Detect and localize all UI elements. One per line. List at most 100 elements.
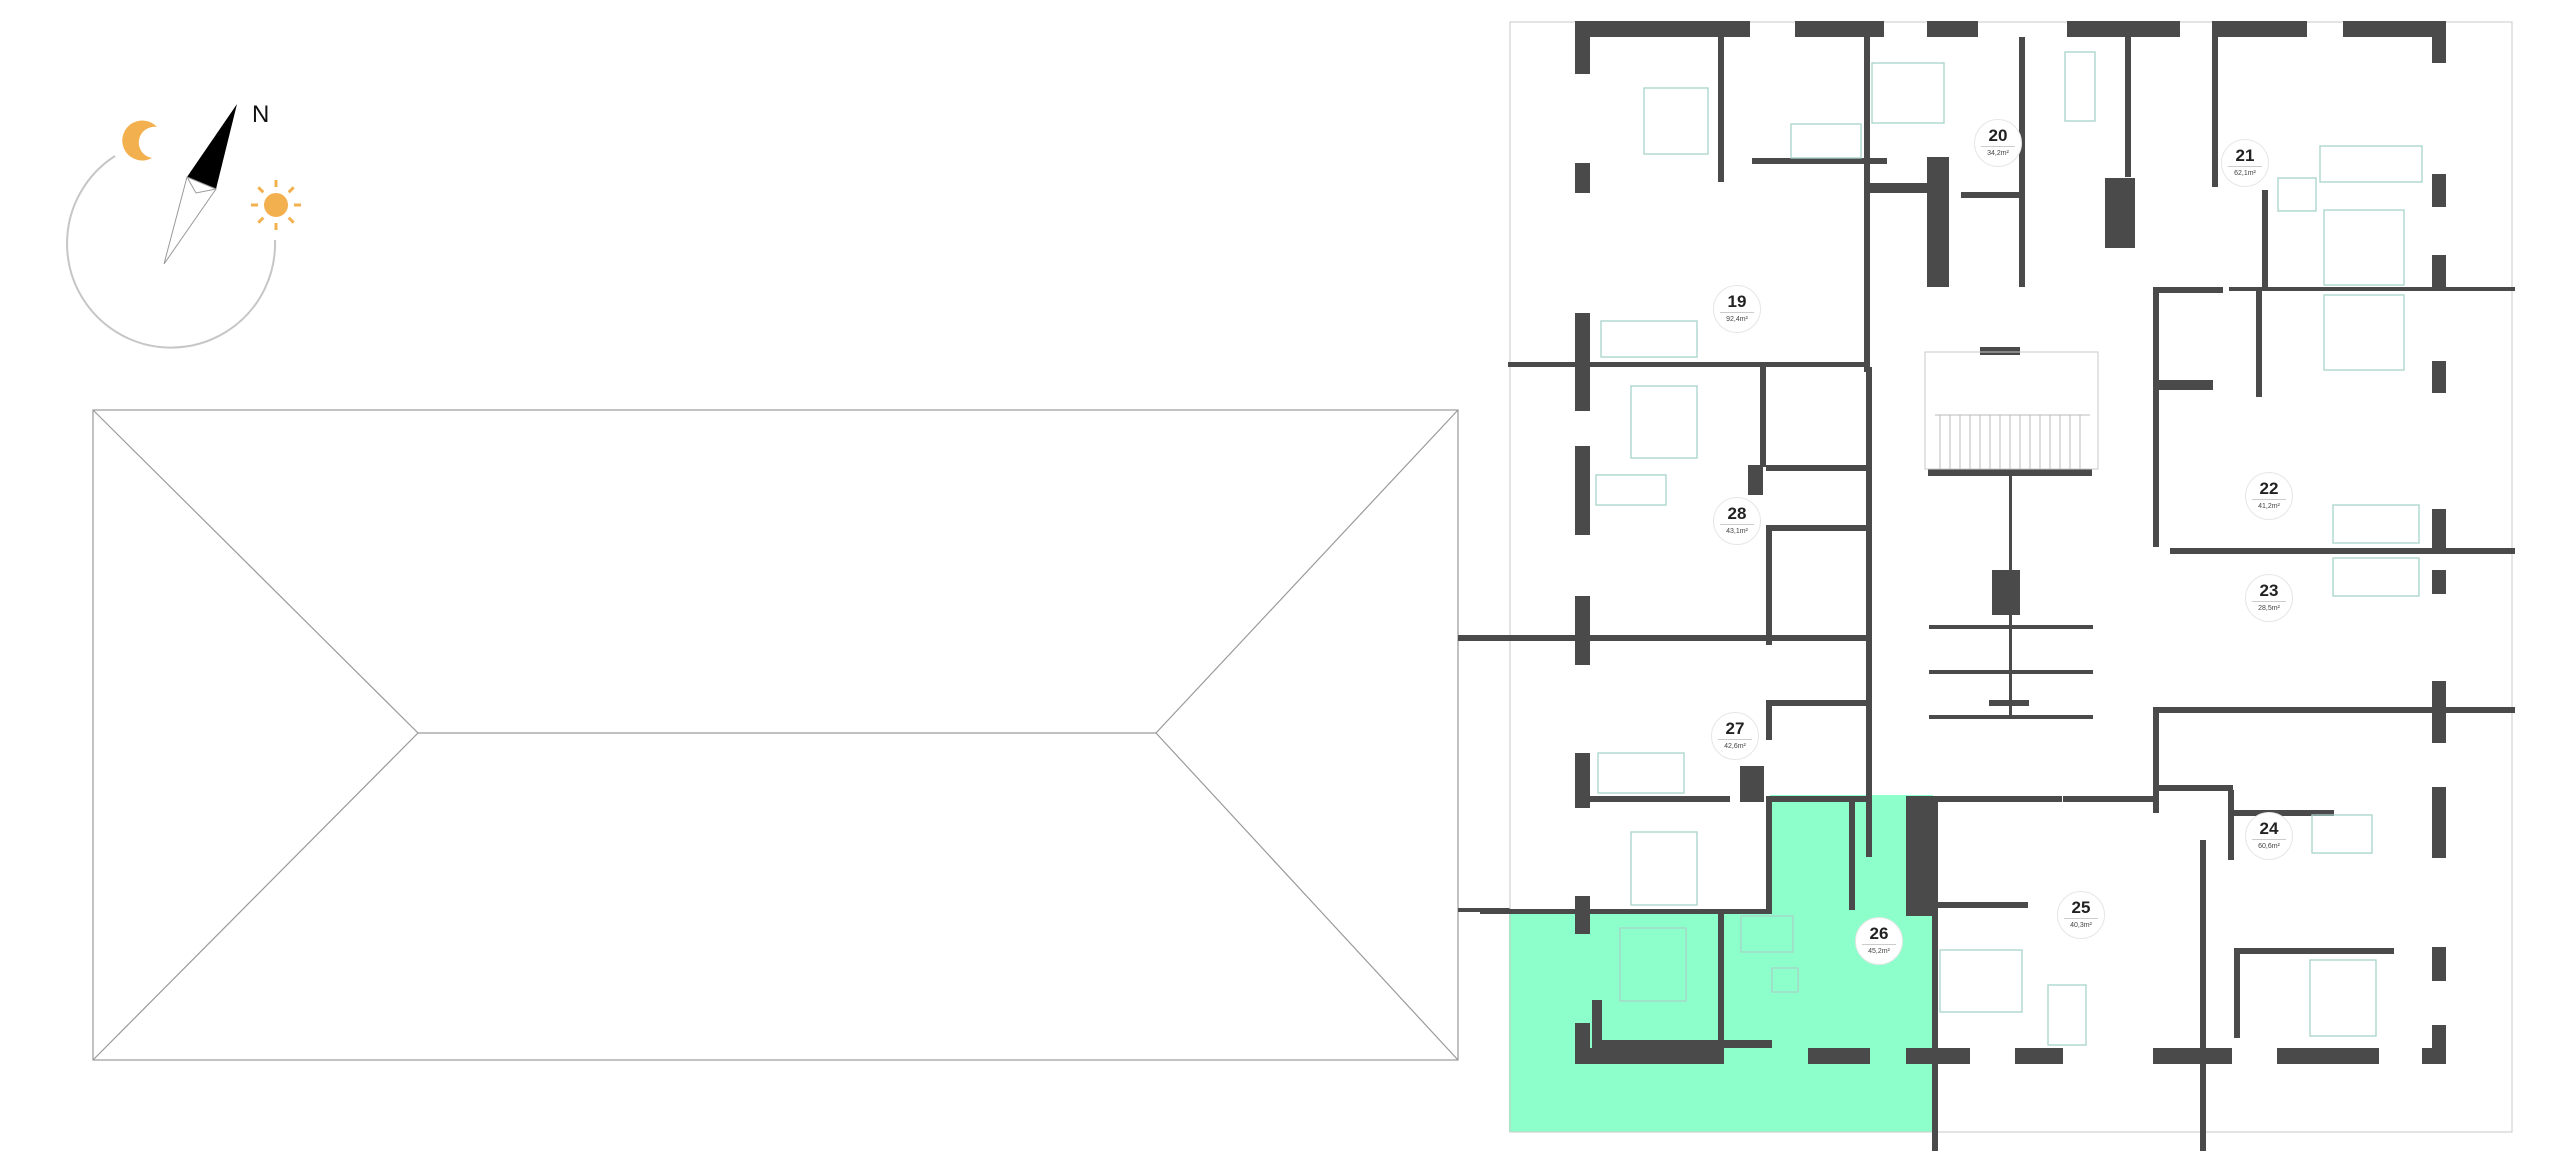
unit-number: 24 (2252, 820, 2286, 840)
bed (2323, 209, 2405, 286)
unit-label[interactable]: 28 43,1m² (1713, 497, 1761, 545)
unit-label[interactable]: 24 60,6m² (2245, 812, 2293, 860)
bed (1643, 87, 1709, 155)
wall (1740, 766, 1764, 802)
wall (1808, 1048, 1870, 1064)
sofa (2047, 984, 2087, 1046)
wall (1458, 635, 1866, 641)
wall (2067, 21, 2180, 37)
sun-ray (257, 216, 265, 224)
wall (1932, 796, 2062, 802)
walls (1458, 21, 2515, 1151)
wall (1992, 570, 2020, 615)
wall (2432, 255, 2446, 287)
wall (1575, 596, 1590, 665)
wall (1849, 796, 1855, 910)
unit-area: 42,6m² (1724, 743, 1746, 750)
unit-number: 28 (1720, 505, 1754, 525)
unit-area: 62,1m² (2234, 170, 2256, 177)
unit-area: 34,2m² (1987, 150, 2009, 157)
wall (2153, 287, 2223, 293)
bed (2323, 294, 2405, 371)
wall (1592, 1000, 1602, 1048)
sofa (1790, 123, 1862, 159)
wall (2212, 21, 2307, 37)
sofa (2332, 557, 2420, 597)
wall (1906, 796, 1932, 916)
bed (2309, 959, 2377, 1037)
wall (1575, 21, 1590, 74)
wall (2105, 178, 2135, 248)
compass-needle-north (187, 104, 237, 189)
wall (1575, 446, 1590, 535)
compass (66, 104, 301, 349)
sofa (1740, 915, 1794, 953)
sun-ray (257, 186, 265, 194)
wall (1766, 796, 1866, 802)
wall (2015, 1048, 2063, 1064)
wall (1508, 362, 1866, 367)
unit-number: 25 (2064, 899, 2098, 919)
wall (2234, 810, 2334, 816)
wall (2153, 380, 2213, 390)
wall (2153, 785, 2233, 791)
wall (1929, 715, 2093, 719)
wall (2432, 570, 2446, 594)
sun-ray (287, 216, 295, 224)
sun-icon (251, 180, 301, 230)
unit-label[interactable]: 23 28,5m² (2245, 574, 2293, 622)
wall (1932, 796, 1938, 1051)
sofa (2064, 51, 2096, 122)
wall (1718, 37, 1724, 182)
wall (1766, 700, 1772, 740)
wall (1575, 1048, 1718, 1064)
wall (2125, 37, 2131, 177)
wall (2343, 21, 2446, 37)
wall (1748, 465, 1763, 495)
wall (1575, 21, 1750, 37)
wall (1795, 21, 1884, 37)
wall (2432, 174, 2446, 207)
wall (1575, 163, 1590, 193)
unit-area: 41,2m² (2258, 503, 2280, 510)
wall (1480, 909, 1766, 914)
wall (2432, 361, 2446, 393)
wall (1592, 1040, 1772, 1048)
wall (2432, 787, 2446, 858)
wall (2422, 1048, 2446, 1064)
wall (2212, 37, 2218, 187)
wall (1864, 37, 1870, 372)
wall (1766, 700, 1866, 706)
wall (2153, 707, 2515, 713)
wall (2153, 287, 2159, 547)
unit-number: 23 (2252, 582, 2286, 602)
unit-number: 26 (1862, 925, 1896, 945)
sofa (1600, 320, 1698, 358)
unit-number: 19 (1720, 293, 1754, 313)
bed (1871, 62, 1945, 124)
wall (2234, 948, 2394, 954)
bed (1630, 831, 1698, 906)
coffee-table (1771, 967, 1799, 993)
unit-area: 92,4m² (1726, 316, 1748, 323)
unit-label[interactable]: 19 92,4m² (1713, 285, 1761, 333)
coffee-table (2277, 177, 2317, 212)
wall (2228, 790, 2234, 860)
wall (2153, 713, 2159, 813)
wall (1938, 902, 2028, 908)
sofa (2319, 145, 2423, 183)
wall (1575, 896, 1590, 934)
unit-area: 60,6m² (2258, 843, 2280, 850)
wall (1932, 1053, 1938, 1151)
unit-area: 28,5m² (2258, 605, 2280, 612)
unit-area: 43,1m² (1726, 528, 1748, 535)
day-arc (66, 155, 277, 349)
wall (2200, 1053, 2206, 1151)
